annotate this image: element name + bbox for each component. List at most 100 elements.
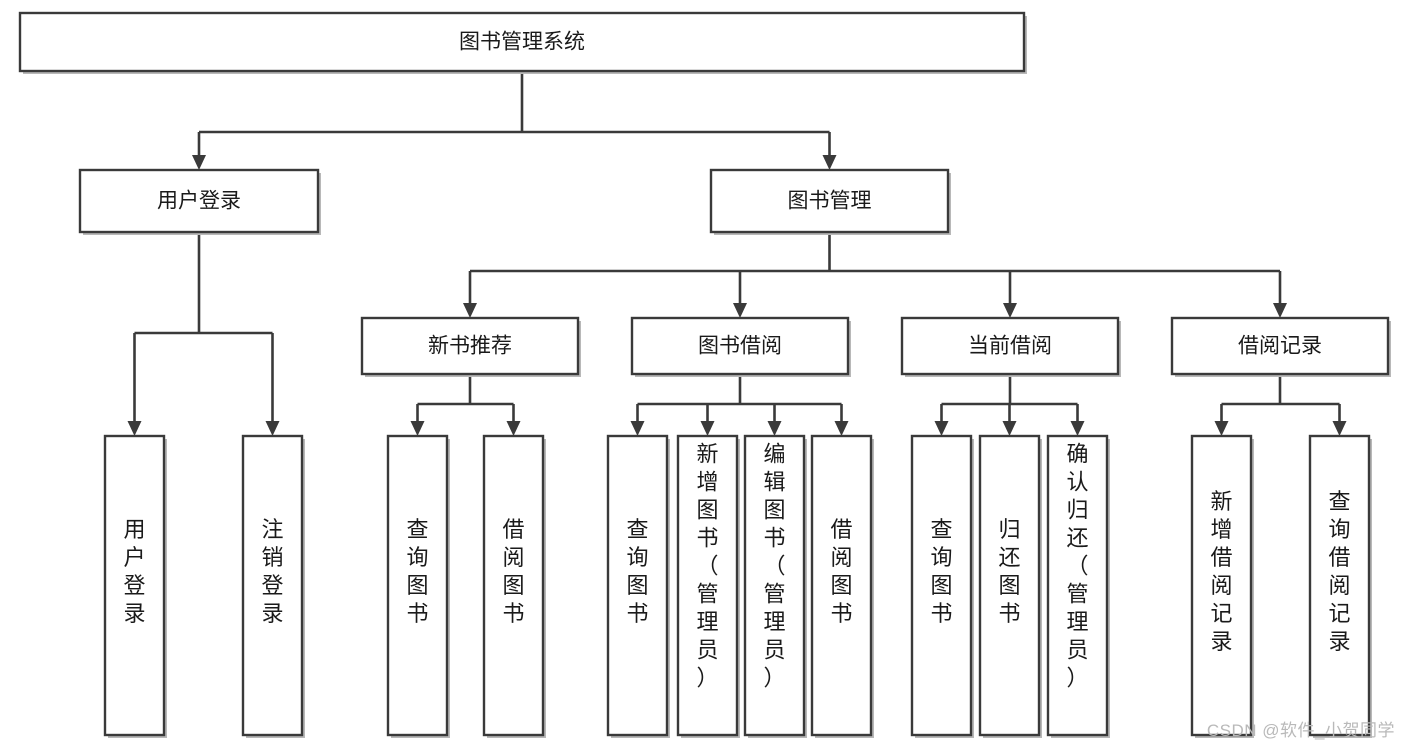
node-borrow-record-label: 借阅记录 [1238,335,1322,358]
svg-text:录: 录 [123,601,145,626]
svg-text:记: 记 [1210,601,1232,626]
svg-text:新: 新 [1210,489,1232,514]
svg-text:归: 归 [1066,498,1088,523]
arrow-root-to-l2-0 [192,155,206,170]
svg-text:还: 还 [1066,526,1088,551]
svg-text:（: （ [696,554,718,579]
node-leaf-user-login[interactable] [103,434,166,737]
node-current-borrow-label: 当前借阅 [968,335,1052,358]
node-new-book-recommend-label: 新书推荐 [428,335,512,358]
node-user-login[interactable] [78,168,320,234]
node-new-book-recommend[interactable] [360,316,580,376]
svg-text:用: 用 [123,517,145,542]
svg-text:）: ） [763,666,785,691]
svg-text:询: 询 [626,545,648,570]
node-leaf-user-login-label: 用户登录 [123,517,145,626]
svg-text:记: 记 [1328,601,1350,626]
arrow-to-leaf-add-record [1214,421,1229,436]
svg-text:查: 查 [1328,489,1350,514]
svg-text:书: 书 [406,601,428,626]
arrow-l2-to-l3-0 [463,303,477,318]
svg-text:书: 书 [502,601,524,626]
node-leaf-query-book-3[interactable] [910,434,973,737]
svg-text:阅: 阅 [502,545,524,570]
svg-text:销: 销 [261,545,283,570]
node-leaf-borrow-book-1[interactable] [482,434,545,737]
node-leaf-add-record[interactable] [1190,434,1253,737]
arrow-to-leaf-edit-book [767,421,782,436]
node-book-borrow[interactable] [630,316,850,376]
svg-text:图: 图 [696,498,718,523]
node-leaf-confirm-return[interactable] [1046,434,1109,737]
node-book-manage[interactable] [709,168,950,234]
node-leaf-user-logout[interactable] [241,434,304,737]
arrow-to-leaf-user-logout [265,421,280,436]
node-leaf-return-book[interactable] [978,434,1041,737]
node-leaf-query-record[interactable] [1308,434,1371,737]
svg-text:图: 图 [763,498,785,523]
node-borrow-record[interactable] [1170,316,1390,376]
svg-text:书: 书 [763,526,785,551]
svg-text:图: 图 [406,573,428,598]
arrow-l2-to-l3-1 [733,303,747,318]
svg-text:增: 增 [696,470,718,495]
svg-text:询: 询 [930,545,952,570]
svg-text:认: 认 [1066,470,1088,495]
svg-text:理: 理 [1066,610,1088,635]
arrow-to-leaf-query-record [1332,421,1347,436]
svg-text:书: 书 [696,526,718,551]
svg-text:员: 员 [696,638,718,663]
svg-text:书: 书 [830,601,852,626]
svg-text:）: ） [696,666,718,691]
node-leaf-query-book-1[interactable] [386,434,449,737]
svg-text:阅: 阅 [830,545,852,570]
svg-text:登: 登 [261,573,283,598]
svg-text:理: 理 [696,610,718,635]
svg-text:员: 员 [763,638,785,663]
svg-text:管: 管 [696,582,718,607]
svg-text:询: 询 [406,545,428,570]
node-book-borrow-label: 图书借阅 [698,335,782,358]
node-current-borrow[interactable] [900,316,1120,376]
svg-text:录: 录 [1210,629,1232,654]
node-leaf-add-book[interactable] [676,434,739,737]
svg-text:管: 管 [1066,582,1088,607]
arrow-to-leaf-add-book [700,421,715,436]
node-leaf-edit-book[interactable] [743,434,806,737]
svg-text:图: 图 [998,573,1020,598]
svg-text:注: 注 [261,517,283,542]
svg-text:辑: 辑 [763,470,785,495]
svg-text:录: 录 [261,601,283,626]
node-book-manage-label: 图书管理 [788,190,872,213]
arrow-to-leaf-user-login [127,421,142,436]
svg-text:归: 归 [998,517,1020,542]
svg-text:还: 还 [998,545,1020,570]
connectors-layer [127,71,1347,436]
node-root-system[interactable] [18,11,1026,73]
svg-text:图: 图 [930,573,952,598]
node-leaf-borrow-book-2[interactable] [810,434,873,737]
node-root-system-label: 图书管理系统 [459,31,585,54]
svg-text:新: 新 [696,442,718,467]
node-leaf-query-book-2[interactable] [606,434,669,737]
arrow-to-leaf-return-book [1002,421,1017,436]
svg-text:书: 书 [626,601,648,626]
arrow-to-leaf-confirm-return [1070,421,1085,436]
svg-text:（: （ [1066,554,1088,579]
svg-text:录: 录 [1328,629,1350,654]
arrow-l2-to-l3-3 [1273,303,1287,318]
svg-text:图: 图 [626,573,648,598]
svg-text:）: ） [1066,666,1088,691]
arrow-to-leaf-borrow-book-1 [506,421,521,436]
svg-text:查: 查 [406,517,428,542]
